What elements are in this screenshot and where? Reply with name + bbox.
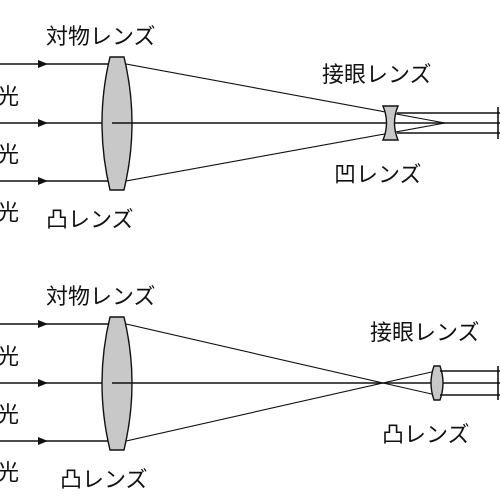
light-label-1: 光	[0, 85, 19, 110]
keplerian-telescope-diagram: 光 光 光 対物レンズ 凸レンズ 接眼レンズ 凸レンズ	[0, 285, 500, 493]
objective-lens-type-label: 凸レンズ	[60, 468, 148, 493]
light-label-1: 光	[0, 345, 19, 370]
diverging-ray-upper	[382, 382, 437, 396]
diverging-ray-lower	[382, 370, 437, 384]
objective-lens-type-label: 凸レンズ	[46, 208, 134, 233]
eyepiece-convex-lens	[430, 365, 444, 401]
galilean-telescope-diagram: 光 光 光 対物レンズ 凸レンズ 接眼レンズ 凹レンズ	[0, 25, 500, 233]
eyepiece-concave-lens	[381, 105, 400, 141]
light-label-2: 光	[0, 143, 19, 168]
eyepiece-lens-label: 接眼レンズ	[322, 63, 432, 88]
eyepiece-lens-type-label: 凹レンズ	[334, 163, 422, 188]
light-label-2: 光	[0, 403, 19, 428]
objective-lens-label: 対物レンズ	[46, 285, 156, 310]
converging-ray-lower	[125, 382, 384, 442]
eyepiece-lens-label: 接眼レンズ	[370, 321, 480, 346]
eyepiece-lens-type-label: 凸レンズ	[382, 423, 470, 448]
converging-ray-upper	[125, 323, 384, 384]
objective-lens-label: 対物レンズ	[46, 25, 156, 50]
light-label-3: 光	[0, 461, 19, 486]
light-label-3: 光	[0, 201, 19, 226]
